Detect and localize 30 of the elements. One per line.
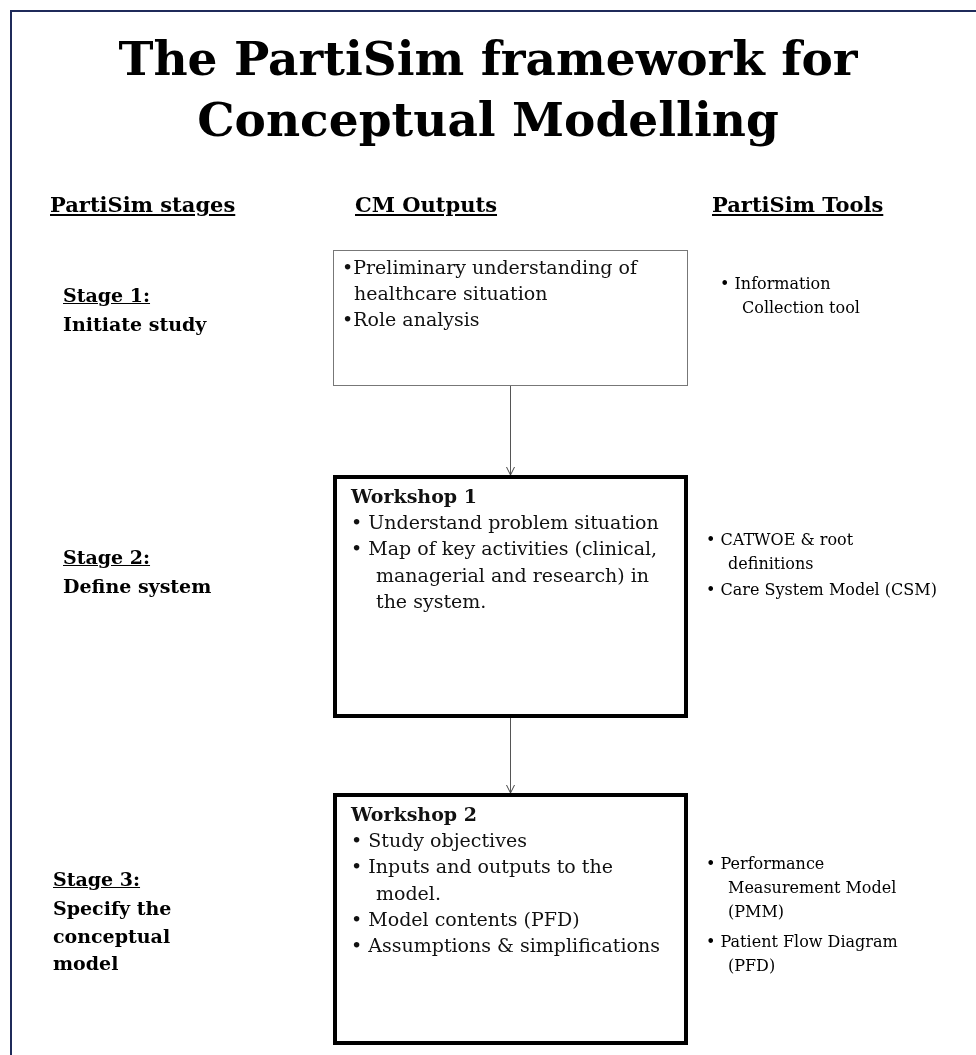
tool-item: • Care System Model (CSM) (706, 579, 938, 601)
stage-label: Stage 1: (63, 284, 151, 306)
tool-item: • Performance Measurement Model (PMM) (706, 853, 898, 923)
bullet-item: • Assumptions & simplifications (351, 933, 661, 959)
bullet-item: • Model contents (PFD) (351, 906, 581, 932)
diagram-title: The PartiSim framework for Conceptual Modelling (118, 30, 858, 150)
tool-item: • CATWOE & root definitions (706, 529, 855, 575)
box-heading: Workshop 2 (351, 802, 478, 827)
box-heading: Workshop 1 (351, 484, 478, 509)
stage-label: Stage 2: (63, 546, 151, 568)
arrow (506, 385, 515, 476)
stage-name: Initiate study (63, 312, 208, 337)
bullet-item: •Role analysis (342, 307, 481, 333)
bullet-item: • Study objectives (351, 828, 528, 854)
bullet-item: • Inputs and outputs to the model. (351, 854, 614, 906)
bullet-item: • Understand problem situation (351, 510, 660, 536)
bullet-item: • Map of key activities (clinical, managerial and research) in the system. (351, 536, 659, 614)
column-heading: PartiSim stages (50, 192, 236, 217)
column-heading: CM Outputs (355, 192, 497, 217)
arrow (506, 717, 515, 794)
workshop-box (333, 475, 688, 718)
output-box (333, 250, 688, 386)
bullet-item: •Preliminary understanding of healthcare situation (342, 255, 640, 307)
tool-item: • Information Collection tool (720, 273, 861, 319)
stage-name: Specify the conceptual model (53, 896, 173, 977)
column-heading: PartiSim Tools (712, 192, 884, 217)
stage-name: Define system (63, 574, 213, 599)
tool-item: • Patient Flow Diagram (PFD) (706, 931, 899, 977)
stage-label: Stage 3: (53, 868, 141, 890)
workshop-box (333, 793, 688, 1045)
